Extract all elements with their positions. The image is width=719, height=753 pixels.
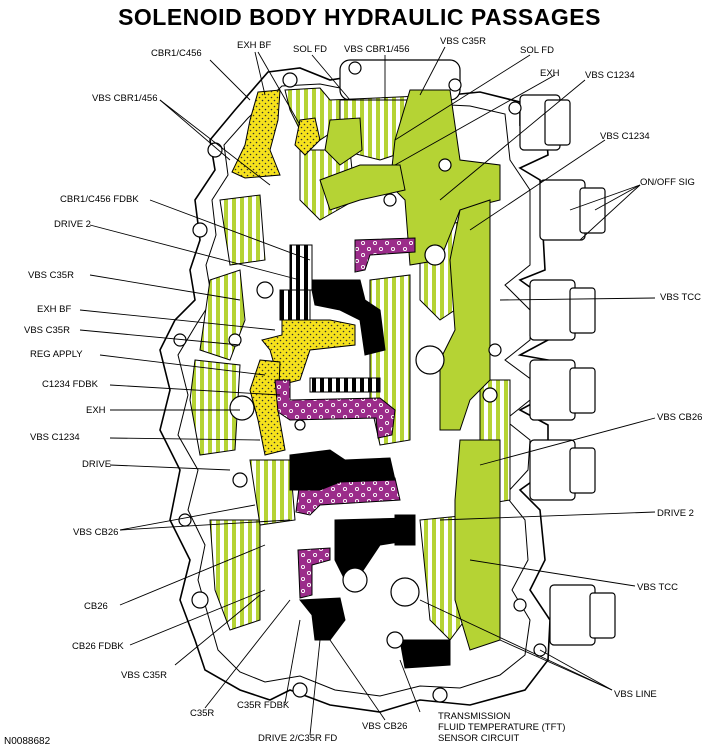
label-exh-right: EXH xyxy=(540,68,560,79)
label-vbs-c35r-top: VBS C35R xyxy=(440,36,486,47)
label-vbs-cb26-left: VBS CB26 xyxy=(73,527,119,538)
label-cbr1-c456-top: CBR1/C456 xyxy=(151,48,202,59)
label-on-off-sig: ON/OFF SIG xyxy=(640,177,695,188)
body-inner-outline xyxy=(177,83,533,697)
label-cb26-fdbk: CB26 FDBK xyxy=(72,641,124,652)
solid-green-passages xyxy=(319,89,501,651)
solenoid-connectors xyxy=(339,59,616,646)
label-drive-2-right: DRIVE 2 xyxy=(657,508,694,519)
leader-lines xyxy=(79,46,656,736)
label-vbs-tcc-right: VBS TCC xyxy=(660,292,702,303)
label-reg-apply: REG APPLY xyxy=(30,349,83,360)
label-vbs-cb26-bottom: VBS CB26 xyxy=(362,721,408,732)
label-vbs-cbr1-456-top: VBS CBR1/456 xyxy=(344,44,410,55)
label-c35r-fdbk: C35R FDBK xyxy=(237,700,290,711)
diagram-title: SOLENOID BODY HYDRAULIC PASSAGES xyxy=(118,4,601,30)
label-sol-fd-top: SOL FD xyxy=(293,44,327,55)
label-drive2-c35r-fd: DRIVE 2/C35R FD xyxy=(258,733,338,744)
bolt-holes xyxy=(173,61,547,703)
label-vbs-tcc-bottom: VBS TCC xyxy=(637,582,679,593)
label-vbs-cb26-right: VBS CB26 xyxy=(657,412,703,423)
label-sol-fd-right: SOL FD xyxy=(520,45,554,56)
label-exh-bf-left: EXH BF xyxy=(37,304,72,315)
label-drive-left: DRIVE xyxy=(82,459,112,470)
label-tft-line3: SENSOR CIRCUIT xyxy=(438,733,520,744)
label-drive-2-left: DRIVE 2 xyxy=(54,219,91,230)
label-c35r: C35R xyxy=(190,708,215,719)
label-exh-bf-top: EXH BF xyxy=(237,40,272,51)
label-tft-line2: FLUID TEMPERATURE (TFT) xyxy=(438,722,566,733)
label-vbs-cbr1-456-left: VBS CBR1/456 xyxy=(92,93,158,104)
figure-code: N0088682 xyxy=(4,736,51,747)
label-tft-line1: TRANSMISSION xyxy=(438,711,511,722)
label-exh-left: EXH xyxy=(86,405,106,416)
label-vbs-c1234-left: VBS C1234 xyxy=(30,432,80,443)
label-vbs-c1234-top: VBS C1234 xyxy=(585,70,635,81)
label-vbs-c35r-bottom: VBS C35R xyxy=(121,670,167,681)
label-cbr1-c456-fdbk: CBR1/C456 FDBK xyxy=(60,194,139,205)
label-vbs-c1234-right: VBS C1234 xyxy=(600,131,650,142)
label-vbs-line: VBS LINE xyxy=(614,689,657,700)
label-cb26: CB26 xyxy=(84,601,108,612)
black-striped-passages xyxy=(279,244,381,393)
label-vbs-c35r-left1: VBS C35R xyxy=(28,270,74,281)
black-passages xyxy=(289,279,451,669)
label-vbs-c35r-left2: VBS C35R xyxy=(24,325,70,336)
label-c1234-fdbk: C1234 FDBK xyxy=(42,379,98,390)
